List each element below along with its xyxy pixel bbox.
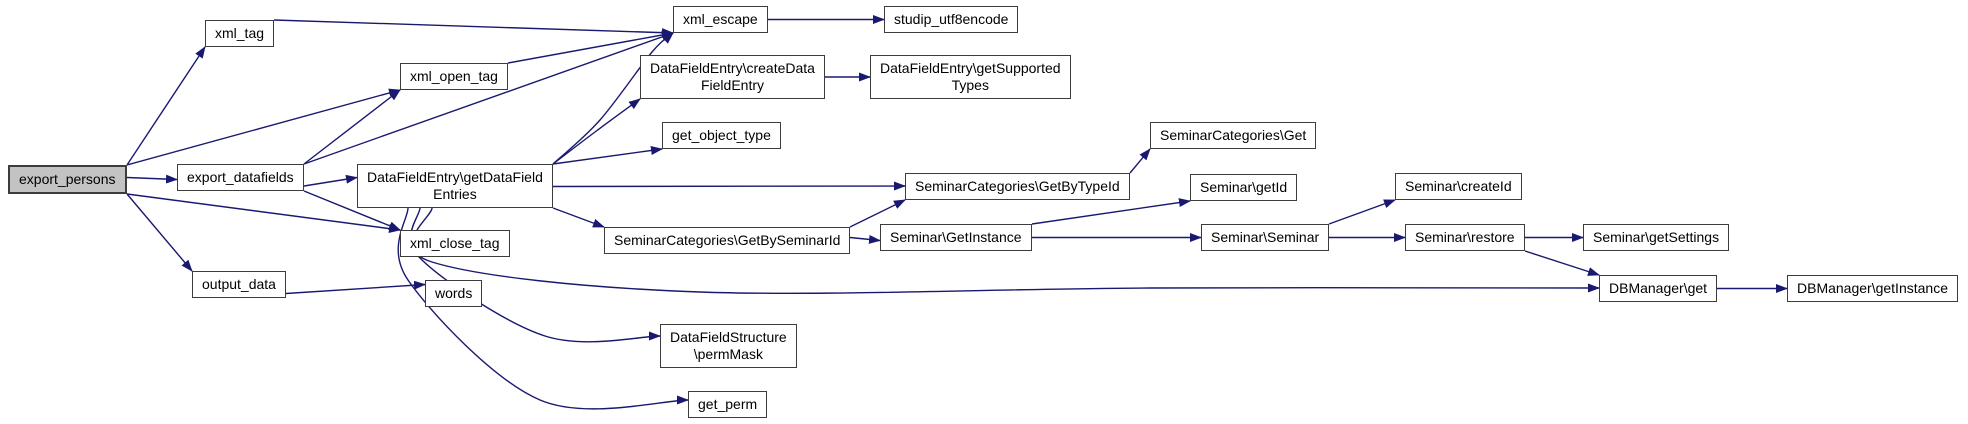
edge-export_persons-xml_open_tag <box>126 88 401 166</box>
node-get_object_type[interactable]: get_object_type <box>662 122 781 149</box>
node-get_perm[interactable]: get_perm <box>688 391 768 418</box>
edge-export_persons-export_datafields <box>126 174 178 184</box>
edge-output_data-words <box>285 280 426 295</box>
edge-export_datafields-getDataFieldEntries <box>303 174 358 187</box>
node-xml_tag[interactable]: xml_tag <box>205 20 275 47</box>
node-xml_open_tag[interactable]: xml_open_tag <box>400 63 508 90</box>
edge-GetBySeminarId-SeminarGetInstance <box>849 234 881 244</box>
edge-getDataFieldEntries-get_perm <box>397 207 689 410</box>
node-getDataFieldEntries[interactable]: DataFieldEntry\getDataField Entries <box>357 164 553 208</box>
edge-export_datafields-xml_open_tag <box>303 89 401 165</box>
edge-export_persons-output_data <box>126 193 193 272</box>
node-SeminarRestore[interactable]: Seminar\restore <box>1405 224 1525 251</box>
edge-export_persons-xml_close_tag <box>126 193 401 234</box>
node-words[interactable]: words <box>425 280 483 307</box>
node-DBManagerGetInstance[interactable]: DBManager\getInstance <box>1787 275 1958 302</box>
edge-getDataFieldEntries-GetBySeminarId <box>552 207 605 228</box>
node-SeminarGetId[interactable]: Seminar\getId <box>1190 174 1298 201</box>
node-permMask[interactable]: DataFieldStructure \permMask <box>660 324 797 368</box>
edge-SeminarSeminar-SeminarCreateId <box>1328 199 1396 225</box>
edge-xml_tag-xml_escape <box>273 19 674 38</box>
edge-export_persons-xml_tag <box>126 46 206 166</box>
node-output_data[interactable]: output_data <box>192 271 286 298</box>
node-xml_escape[interactable]: xml_escape <box>673 6 768 33</box>
node-SeminarCreateId[interactable]: Seminar\createId <box>1395 173 1522 200</box>
edge-xml_open_tag-xml_escape <box>507 30 674 64</box>
edge-GetByTypeId-SeminarCategoriesGet <box>1129 148 1151 174</box>
node-SeminarGetInstance[interactable]: Seminar\GetInstance <box>880 224 1032 251</box>
edge-GetBySeminarId-GetByTypeId <box>849 199 906 228</box>
node-createDataFieldEntry[interactable]: DataFieldEntry\createData FieldEntry <box>640 55 825 99</box>
edge-getDataFieldEntries-createDataFieldEntry <box>552 98 641 165</box>
edge-SeminarGetInstance-SeminarGetId <box>1031 198 1191 225</box>
edge-getDataFieldEntries-xml_escape <box>552 32 674 165</box>
node-SeminarSeminar[interactable]: Seminar\Seminar <box>1201 224 1330 251</box>
edge-getDataFieldEntries-GetByTypeId <box>552 181 906 191</box>
node-SeminarGetSettings[interactable]: Seminar\getSettings <box>1583 224 1730 251</box>
node-export_persons[interactable]: export_persons <box>8 165 127 194</box>
edge-export_datafields-xml_escape <box>303 32 674 165</box>
node-SeminarCategoriesGet[interactable]: SeminarCategories\Get <box>1150 122 1317 149</box>
node-GetBySeminarId[interactable]: SeminarCategories\GetBySeminarId <box>604 227 851 254</box>
edge-SeminarRestore-DBManagerGet <box>1524 250 1600 276</box>
edge-getDataFieldEntries-DBManagerGet <box>411 207 1600 295</box>
node-xml_close_tag[interactable]: xml_close_tag <box>400 230 510 257</box>
node-getSupportedTypes[interactable]: DataFieldEntry\getSupported Types <box>870 55 1071 99</box>
edge-getDataFieldEntries-get_object_type <box>552 146 663 165</box>
node-GetByTypeId[interactable]: SeminarCategories\GetByTypeId <box>905 173 1130 200</box>
node-studip_utf8encode[interactable]: studip_utf8encode <box>884 6 1019 33</box>
node-export_datafields[interactable]: export_datafields <box>177 164 304 191</box>
edge-export_datafields-xml_close_tag <box>303 190 401 231</box>
node-DBManagerGet[interactable]: DBManager\get <box>1599 275 1718 302</box>
